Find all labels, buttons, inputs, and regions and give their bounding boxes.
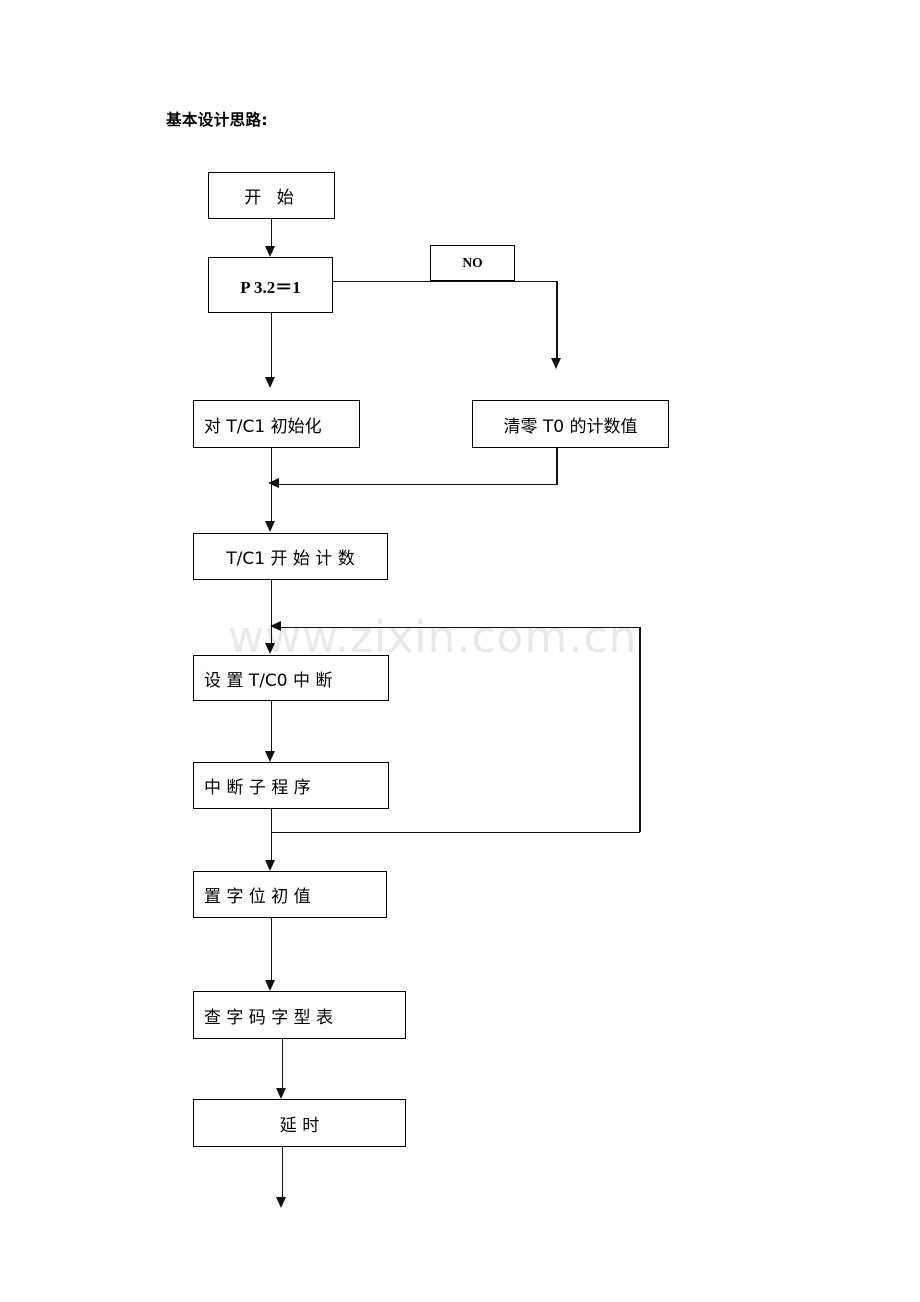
arrowhead-delay-in bbox=[276, 1088, 286, 1099]
node-delay[interactable]: 延 时 bbox=[193, 1099, 406, 1147]
connector-lookup-to-delay bbox=[281, 1039, 284, 1088]
arrowhead-feedback-in bbox=[270, 621, 281, 631]
node-no-label-text: NO bbox=[462, 255, 483, 270]
node-delay-label: 延 时 bbox=[279, 1115, 320, 1136]
connector-tc1-count-to-set-tc0 bbox=[270, 580, 273, 643]
node-init-tc1[interactable]: 对 T/C1 初始化 bbox=[193, 400, 360, 448]
node-decision-p32[interactable]: P 3.2＝1 bbox=[208, 257, 333, 313]
arrowhead-set-digit-in bbox=[265, 860, 275, 871]
arrowhead-tc1-count-in bbox=[265, 521, 275, 532]
arrowhead-open-end bbox=[276, 1197, 286, 1208]
node-start[interactable]: 开 始 bbox=[208, 172, 335, 219]
arrowhead-clear-t0-in bbox=[551, 358, 561, 369]
node-tc1-start-count[interactable]: T/C1 开 始 计 数 bbox=[193, 533, 388, 580]
arrowhead-lookup-in bbox=[265, 980, 275, 991]
connector-isr-to-set-digit bbox=[270, 809, 273, 860]
arrowhead-merge-in bbox=[268, 478, 279, 488]
connector-clear-t0-down bbox=[556, 448, 558, 485]
watermark-text: www.zixin.com.cn bbox=[228, 612, 638, 663]
node-set-digit-initial[interactable]: 置 字 位 初 值 bbox=[193, 871, 387, 918]
page-title: 基本设计思路: bbox=[166, 111, 268, 129]
node-clear-t0-label: 清零 T0 的计数值 bbox=[503, 416, 638, 437]
node-decision-p32-label: P 3.2＝1 bbox=[240, 277, 301, 297]
connector-feedback-top-horizontal bbox=[281, 626, 640, 629]
connector-no-branch-vertical bbox=[556, 281, 558, 358]
connector-start-to-decision bbox=[270, 219, 273, 246]
node-clear-t0[interactable]: 清零 T0 的计数值 bbox=[472, 400, 669, 448]
connector-decision-to-init bbox=[270, 313, 273, 377]
connector-clear-t0-merge-horizontal bbox=[279, 483, 557, 486]
node-init-tc1-label: 对 T/C1 初始化 bbox=[204, 416, 322, 437]
node-set-tc0-interrupt[interactable]: 设 置 T/C0 中 断 bbox=[193, 655, 389, 701]
connector-delay-to-open-end bbox=[281, 1147, 284, 1197]
arrowhead-isr-in bbox=[265, 751, 275, 762]
node-start-label: 开 始 bbox=[244, 188, 299, 208]
connector-feedback-bottom-horizontal bbox=[271, 831, 640, 834]
connector-no-branch-horizontal bbox=[333, 280, 557, 283]
node-set-digit-initial-label: 置 字 位 初 值 bbox=[204, 887, 311, 907]
node-tc1-start-count-label: T/C1 开 始 计 数 bbox=[226, 549, 355, 569]
node-no-label[interactable]: NO bbox=[430, 245, 515, 281]
node-interrupt-subroutine[interactable]: 中 断 子 程 序 bbox=[193, 762, 389, 809]
node-lookup-font-table[interactable]: 查 字 码 字 型 表 bbox=[193, 991, 406, 1039]
connector-merge-to-tc1-count bbox=[270, 484, 273, 521]
connector-init-to-merge bbox=[270, 448, 273, 484]
connector-set-digit-to-lookup bbox=[270, 918, 273, 980]
node-set-tc0-interrupt-label: 设 置 T/C0 中 断 bbox=[204, 670, 333, 691]
node-lookup-font-table-label: 查 字 码 字 型 表 bbox=[204, 1007, 334, 1028]
arrowhead-decision-in bbox=[265, 246, 275, 257]
arrowhead-set-tc0-in bbox=[265, 643, 275, 654]
connector-feedback-right-vertical bbox=[639, 627, 641, 832]
node-interrupt-subroutine-label: 中 断 子 程 序 bbox=[204, 778, 311, 798]
connector-set-tc0-to-isr bbox=[270, 701, 273, 751]
arrowhead-init-tc1-in bbox=[265, 377, 275, 388]
